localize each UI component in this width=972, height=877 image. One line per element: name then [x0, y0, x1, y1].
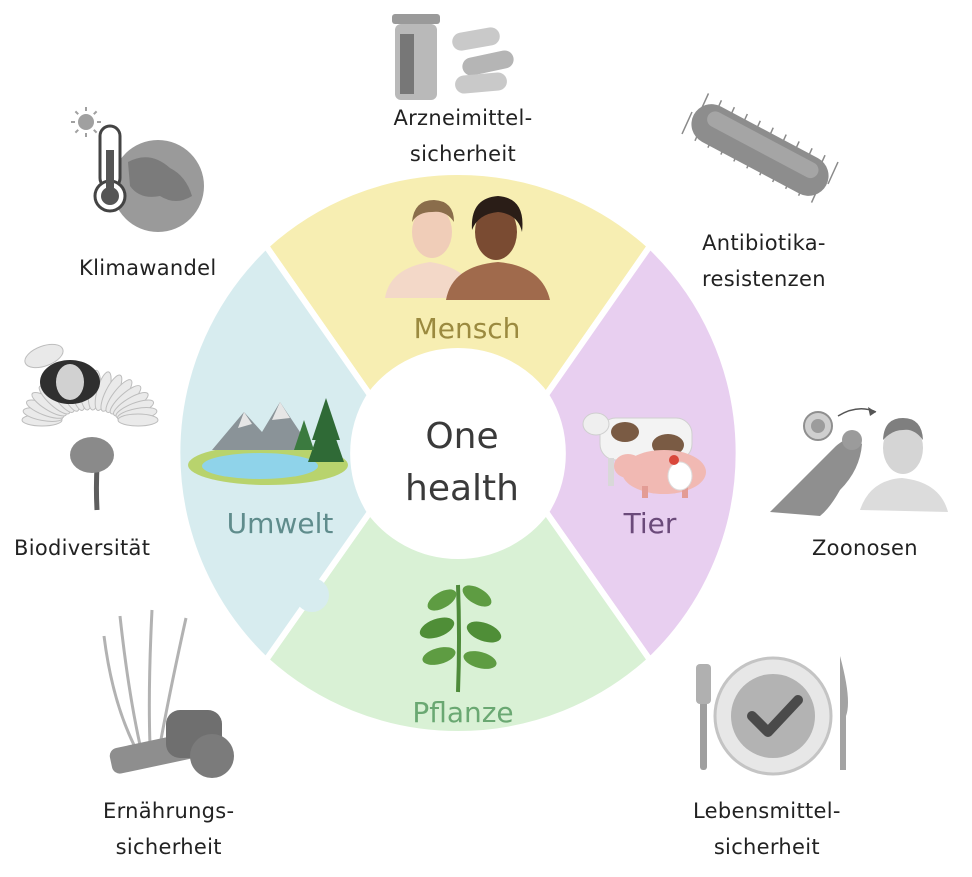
farm-animals-icon — [582, 412, 706, 498]
caption-line: Ernährungs- — [103, 799, 235, 823]
caption-biodiversitaet: Biodiversität — [14, 530, 150, 566]
sector-label-tier: Tier — [623, 507, 677, 540]
center-title-line2: health — [405, 468, 519, 509]
caption-line: Zoonosen — [812, 536, 918, 560]
medication-icon — [392, 14, 514, 100]
caption-line: Antibiotika- — [702, 231, 826, 255]
puzzle-knob-tier-mensch — [587, 333, 621, 367]
center-circle — [354, 349, 562, 557]
sector-label-mensch: Mensch — [414, 312, 521, 345]
caption-line: Biodiversität — [14, 536, 151, 560]
landscape-icon — [188, 398, 348, 485]
plant-icon — [419, 584, 502, 693]
caption-line: sicherheit — [115, 835, 222, 859]
zoonosis-icon — [770, 407, 948, 516]
wheat-bread-icon — [102, 609, 234, 778]
caption-line: Klimawandel — [79, 256, 217, 280]
puzzle-knob-mensch-umwelt — [326, 300, 360, 334]
sector-label-pflanze: Pflanze — [412, 696, 513, 729]
caption-lebensmittelsicherheit: Lebensmittel- sicherheit — [693, 793, 841, 865]
caption-line: resistenzen — [702, 267, 826, 291]
caption-antibiotikaresistenzen: Antibiotika- resistenzen — [702, 225, 826, 297]
puzzle-knob-umwelt-pflanze — [295, 578, 329, 612]
caption-arzneimittelsicherheit: Arzneimittel- sicherheit — [393, 100, 532, 172]
caption-line: Lebensmittel- — [693, 799, 841, 823]
plate-check-icon — [696, 656, 848, 776]
center-title-line1: One — [425, 416, 498, 457]
caption-klimawandel: Klimawandel — [79, 250, 217, 286]
caption-ernaehrungssicherheit: Ernährungs- sicherheit — [103, 793, 234, 865]
sector-label-umwelt: Umwelt — [227, 507, 334, 540]
people-icon — [385, 196, 550, 300]
puzzle-knob-pflanze-tier — [565, 595, 599, 629]
caption-zoonosen: Zoonosen — [812, 530, 918, 566]
bee-flower-icon — [21, 343, 159, 511]
caption-line: sicherheit — [713, 835, 820, 859]
globe-thermometer-icon — [71, 107, 204, 232]
caption-line: Arzneimittel- — [393, 106, 533, 130]
bacterium-icon — [681, 93, 839, 203]
caption-line: sicherheit — [409, 142, 517, 166]
